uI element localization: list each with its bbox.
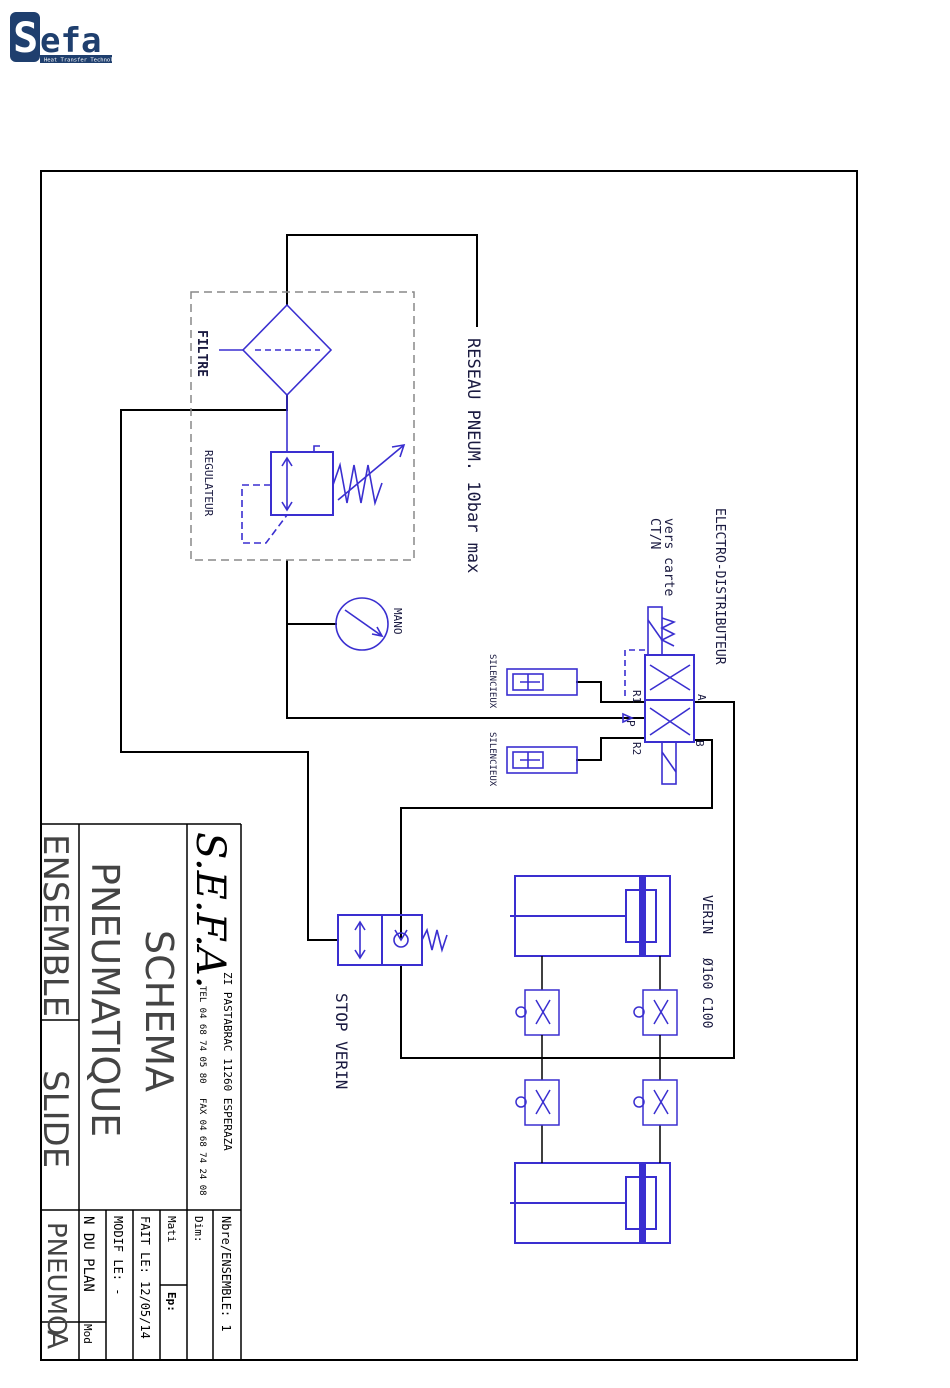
svg-text:efa: efa xyxy=(40,21,101,61)
tb-fax: FAX 04 68 74 24 08 xyxy=(197,1098,207,1196)
tb-ep: Ep: xyxy=(165,1292,178,1312)
label-vers-carte: vers carte xyxy=(661,518,676,596)
tb-company: S.E.F.A. xyxy=(187,832,233,988)
tb-n-du-plan: N DU PLAN xyxy=(80,1216,96,1292)
tb-pneumo: PNEUMO xyxy=(41,1222,71,1335)
tb-title2: PNEUMATIQUE xyxy=(83,862,127,1137)
label-port-p: P xyxy=(624,720,637,727)
electro-distributor-symbol xyxy=(622,606,695,785)
title-block xyxy=(41,823,242,1360)
label-regulateur: REGULATEUR xyxy=(202,450,215,517)
label-port-a: A xyxy=(695,694,708,701)
svg-text:Heat Transfer Technologies: Heat Transfer Technologies xyxy=(44,58,118,64)
tb-rev: A xyxy=(41,1330,74,1349)
cylinder-1 xyxy=(510,875,671,957)
tb-dim: Dim: xyxy=(192,1216,205,1243)
label-port-r2: R2 xyxy=(630,742,643,755)
tb-address: ZI PASTABRAC 11260 ESPERAZA xyxy=(221,972,234,1151)
tb-nbre: Nbre/ENSEMBLE: 1 xyxy=(219,1216,233,1332)
cylinder-2 xyxy=(510,1162,671,1244)
regulator-symbol xyxy=(241,443,406,544)
label-stop-verin: STOP VERIN xyxy=(332,993,351,1089)
sefa-logo: S efa Heat Transfer Technologies xyxy=(10,12,118,64)
tb-mati: Mati xyxy=(165,1216,178,1243)
tb-tel: TEL 04 68 74 05 80 xyxy=(197,986,207,1084)
label-ctn: CT/N xyxy=(647,518,662,549)
label-silencieux-1: SILENCIEUX xyxy=(487,654,497,709)
label-port-r1: R1 xyxy=(630,690,643,703)
tb-modif-le: MODIF LE: - xyxy=(111,1216,125,1295)
flow-controls xyxy=(515,989,678,1126)
stop-verin-valve xyxy=(337,914,448,966)
silencer-symbols xyxy=(506,668,578,774)
label-verin: VERIN xyxy=(699,895,714,934)
frl-enclosure xyxy=(190,291,415,561)
tb-fait-le: FAIT LE: 12/05/14 xyxy=(138,1216,152,1339)
tb-mod: Mod xyxy=(81,1324,94,1344)
label-silencieux-2: SILENCIEUX xyxy=(487,732,497,787)
tb-title1: SCHEMA xyxy=(137,930,181,1092)
tb-ensemble: ENSEMBLE xyxy=(35,834,75,1017)
supply-lines xyxy=(120,234,735,1059)
label-electro: ELECTRO-DISTRIBUTEUR xyxy=(712,508,727,665)
label-mano: MANO xyxy=(391,608,404,635)
manometer-symbol xyxy=(335,597,389,651)
label-reseau: RESEAU PNEUM. 10bar max xyxy=(463,338,483,573)
label-verin-size: Ø160 C100 xyxy=(699,958,714,1028)
label-filtre: FILTRE xyxy=(194,330,209,377)
tb-slide: SLIDE xyxy=(35,1070,75,1168)
label-port-b: B xyxy=(693,740,706,747)
cylinder-lines xyxy=(541,956,661,1163)
svg-text:S: S xyxy=(13,13,38,62)
filter-symbol xyxy=(219,303,333,452)
drawing-frame xyxy=(40,170,858,1361)
